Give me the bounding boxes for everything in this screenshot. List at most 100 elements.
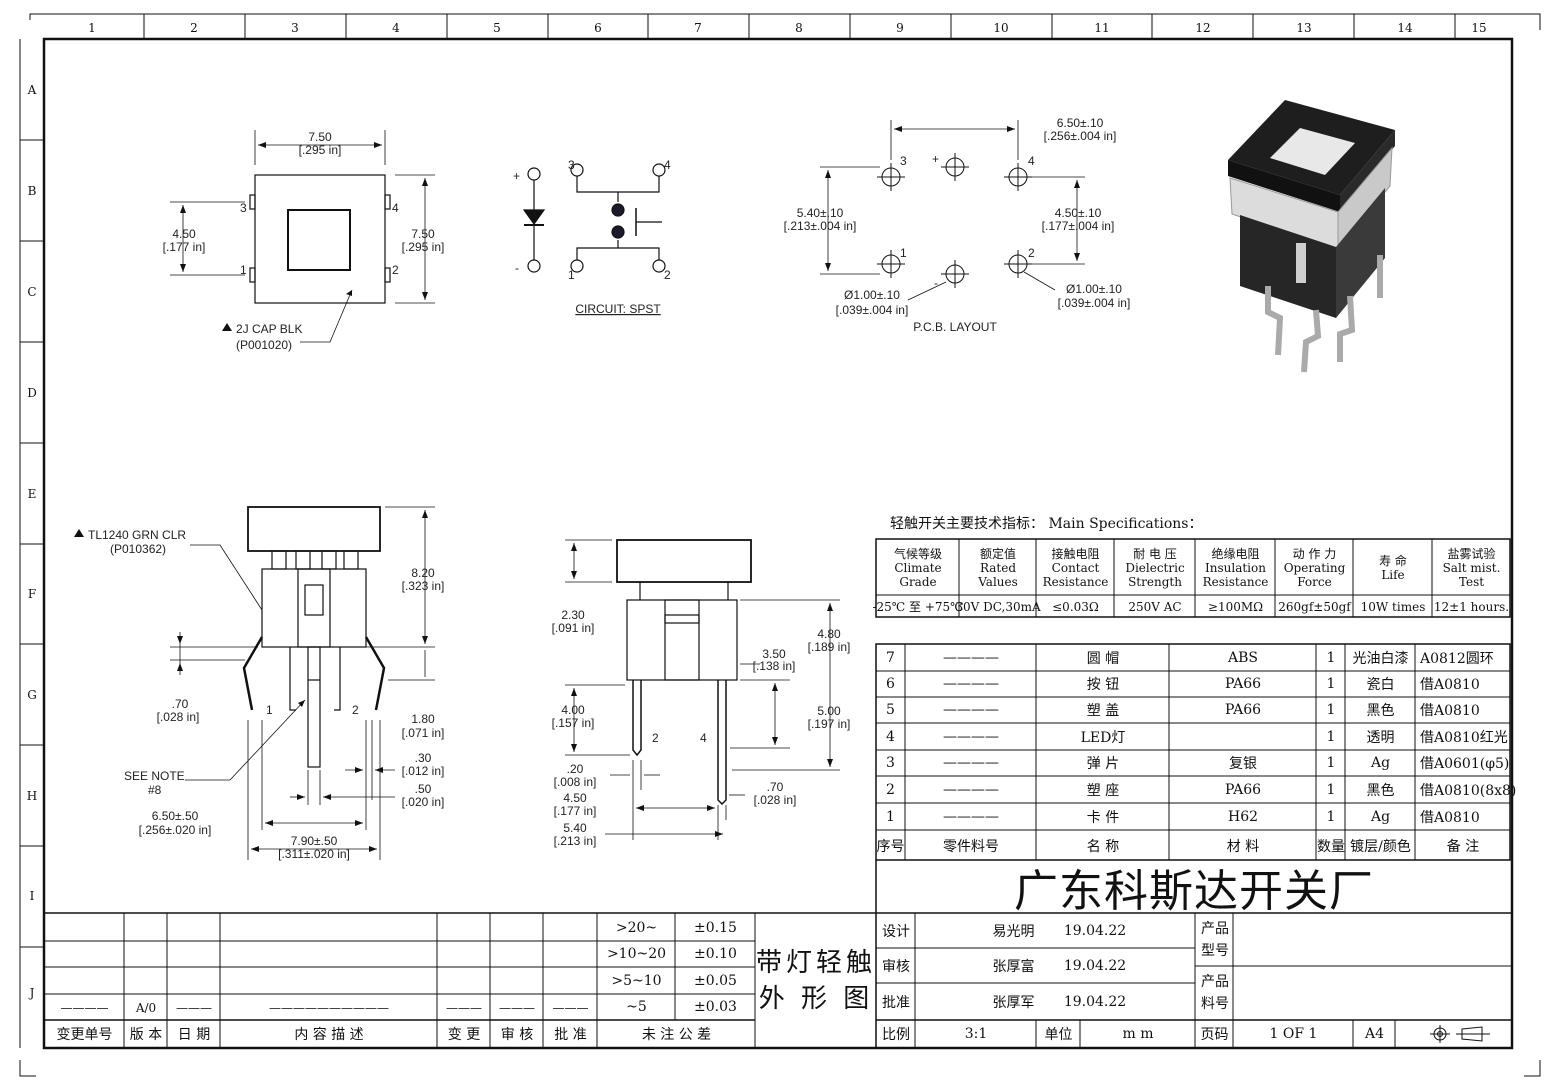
side-e-mm: 5.00 [817,704,841,718]
bom-remark: 借A0810 [1420,809,1480,826]
tolerance-value: ±0.05 [694,972,737,989]
drawing-name: 带灯轻触 外 形 图 [756,914,876,1048]
zone-row-label: F [28,587,36,601]
side-g-mm: 4.50 [563,791,587,805]
spec-value-contact: ≤0.03Ω [1052,599,1099,614]
bom-no: 1 [886,808,895,825]
zone-row-label: J [28,986,35,1000]
bom-header-part: 零件料号 [943,838,999,855]
zone-ticks [20,14,1456,948]
top-pitch-in: [.177 in] [163,240,206,254]
tolerance-range: >5~10 [611,972,662,989]
zone-col-label: 5 [493,21,501,35]
tolerance-range: ~5 [626,999,647,1015]
side-d-mm: 4.00 [561,703,585,717]
spec-value-rated: 30V DC,30mA [955,599,1041,614]
zone-col-label: 3 [291,21,299,35]
revision-date: ——— [176,1000,212,1015]
bom-header-material: 材 料 [1226,838,1260,855]
top-view [170,130,435,343]
revision-change: ——— [446,1000,482,1015]
zone-col-label: 4 [392,21,400,35]
front-step-in: [.028 in] [157,710,200,724]
side-c-in: [.138 in] [753,659,796,673]
revision-header-approve: 批 准 [554,1027,587,1043]
tolerance-value: ±0.15 [694,919,737,936]
bom-no: 5 [886,702,895,718]
zone-row-label: I [30,889,35,903]
check-label: 审核 [882,959,910,975]
bom-remark: 借A0810红光 [1420,730,1508,746]
front-pin-mm: .50 [415,782,432,796]
pcb-caption: P.C.B. LAYOUT [913,320,997,334]
revision-header-check: 审 核 [500,1027,534,1043]
pcb-vpitch-in: [.177±.004 in] [1042,219,1115,233]
pcb-pin-4: 4 [1028,154,1035,168]
bom-part: ———— [943,729,999,745]
zone-col-label: 13 [1296,21,1311,35]
side-view-labels: 2.30 [.091 in] 4.80 [.189 in] 3.50 [.138… [552,608,851,848]
front-pin-1: 1 [266,703,273,717]
side-b-mm: 4.80 [817,627,841,641]
pcb-plus: + [932,152,939,166]
revision-header-change-no: 变更单号 [56,1027,113,1043]
circuit-pin-4: 4 [664,158,671,172]
zone-col-label: 7 [694,21,702,35]
side-pin-4: 4 [700,731,707,745]
spec-value-life: 10W times [1360,599,1426,614]
circuit-pin-1: 1 [568,268,575,282]
pcb-pin-1: 1 [900,246,907,260]
side-a-mm: 2.30 [561,608,585,622]
top-height-in: [.295 in] [402,240,445,254]
side-e-in: [.197 in] [808,717,851,731]
zone-row-label: A [27,83,37,97]
side-f-mm: .20 [567,762,584,776]
side-g-in: [.177 in] [554,804,597,818]
spec-value-insulation: ≥100MΩ [1207,599,1264,614]
bom-qty: 1 [1326,782,1336,798]
side-b-in: [.189 in] [808,640,851,654]
top-pin-2: 2 [392,263,399,277]
bom-qty: 1 [1326,702,1336,718]
zone-col-label: 14 [1397,21,1413,35]
zone-col-label: 6 [594,21,602,35]
pcb-minus: - [934,276,938,290]
zone-labels: 1 2 3 4 5 6 7 8 9 10 11 12 13 14 15 A B … [27,21,1487,1000]
bom-material: H62 [1227,808,1259,825]
bom-name: 圆 帽 [1086,651,1120,667]
bom-material: PA66 [1224,782,1262,798]
bom-header-name: 名 称 [1086,838,1120,855]
revision-header-description: 内 容 描 述 [294,1027,364,1043]
zone-row-label: G [27,688,37,702]
bom-remark: 借A0810 [1420,703,1480,719]
bom-material: PA66 [1224,702,1262,718]
pcb-hole-icon [941,260,969,288]
bom-header-remark: 备 注 [1446,838,1480,855]
side-d-in: [.157 in] [552,716,595,730]
front-view-labels: TL1240 GRN CLR (P010362) 8.20 [.323 in] … [74,528,444,861]
bom-no: 4 [886,729,895,745]
tolerance-range: >10~20 [606,946,667,962]
top-pin-1: 1 [240,263,247,277]
check-name: 张厚富 [992,959,1035,975]
zone-col-label: 11 [1094,21,1109,35]
zone-col-label: 1 [88,21,96,35]
bom-part: ———— [943,702,999,718]
bom-qty: 1 [1326,729,1336,745]
side-a-in: [.091 in] [552,621,595,635]
spec-value-salt: 12±1 hours. [1433,599,1510,614]
drawing-name-line2: 外 形 图 [758,984,874,1014]
check-date: 19.04.22 [1063,958,1127,974]
model-label: 产品型号 [1201,921,1229,959]
bom-material: ABS [1228,650,1258,666]
approve-date: 19.04.22 [1063,994,1127,1010]
tolerance-caption: 未 注 公 差 [641,1027,712,1043]
circuit-pin-2: 2 [664,268,671,282]
pcb-hole-icon [1004,163,1032,191]
front-clr-code: (P010362) [110,542,166,556]
